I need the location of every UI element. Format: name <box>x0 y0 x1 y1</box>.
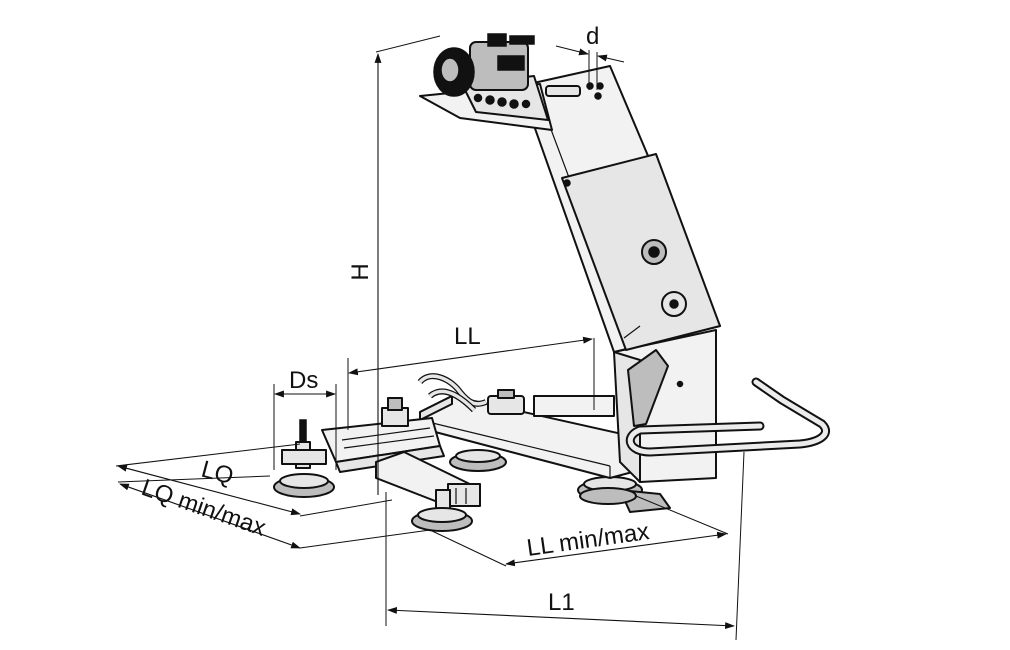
dimension-Ds: Ds <box>273 367 337 470</box>
column <box>519 65 721 483</box>
label-d: d <box>586 23 599 50</box>
dimension-d: d <box>555 23 625 90</box>
label-H: H <box>347 263 374 280</box>
front-suction-arm <box>375 451 481 507</box>
base-plate <box>579 487 671 513</box>
suction-pad-front <box>411 489 473 532</box>
motor-assembly <box>419 33 581 131</box>
handle-bar <box>625 377 830 457</box>
label-Ds: Ds <box>289 367 318 394</box>
label-LQ: LQ <box>198 456 236 490</box>
machine-illustration <box>273 33 830 532</box>
dimension-H: H <box>347 35 441 495</box>
label-LQ-min-max: LQ min/max <box>138 474 269 542</box>
label-LL: LL <box>454 323 481 350</box>
suction-pad-rear-middle <box>449 449 507 472</box>
label-L1: L1 <box>548 589 575 616</box>
dimension-L1: L1 <box>385 451 745 641</box>
dimension-LL: LL <box>347 323 595 430</box>
label-LL-min-max: LL min/max <box>525 518 651 562</box>
